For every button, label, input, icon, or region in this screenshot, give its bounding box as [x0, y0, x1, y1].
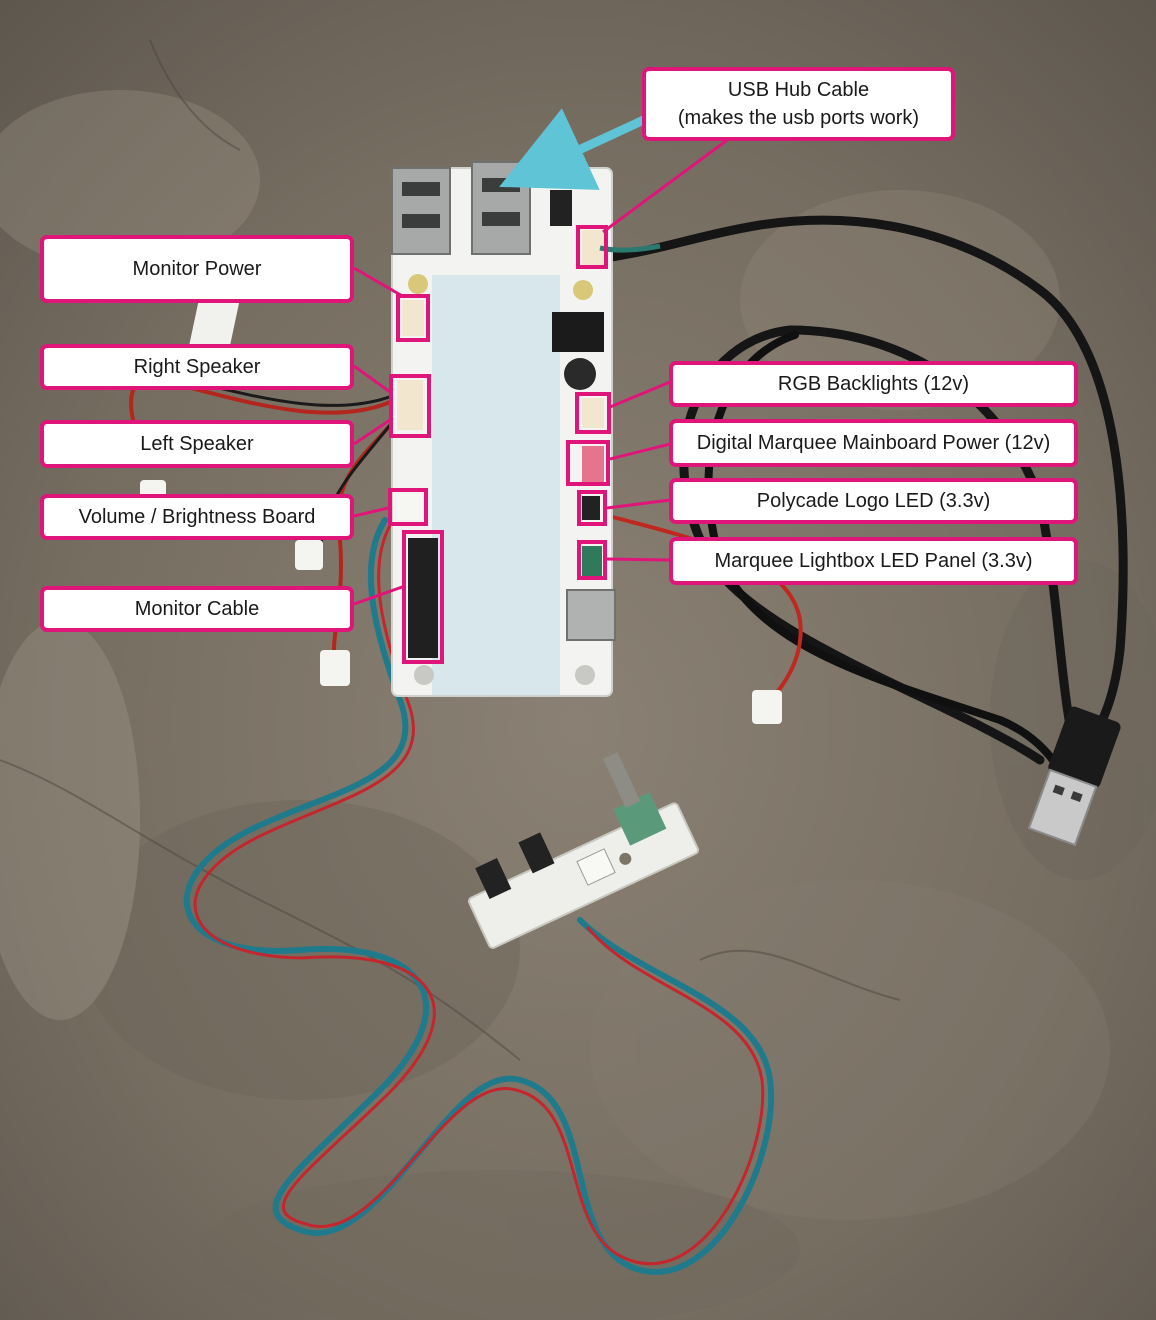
marker-marquee-power — [566, 440, 610, 486]
marker-usb-hub — [576, 225, 608, 269]
marker-volume-board — [388, 488, 428, 526]
callout-monitor-power: Monitor Power — [40, 235, 354, 303]
callout-monitor-cable: Monitor Cable — [40, 586, 354, 632]
led-connector — [752, 690, 782, 724]
callout-marquee-lightbox-led: Marquee Lightbox LED Panel (3.3v) — [669, 537, 1078, 585]
floor-cracks — [0, 39, 901, 1061]
ribbon-cable-blue — [183, 517, 775, 1275]
callout-polycade-logo-led: Polycade Logo LED (3.3v) — [669, 478, 1078, 524]
marker-lightbox-led — [577, 540, 607, 580]
callout-usb-hub-cable: USB Hub Cable (makes the usb ports work) — [642, 67, 955, 141]
marker-monitor-power — [396, 294, 430, 342]
monitor-power-label: Monitor Power — [132, 258, 262, 280]
chip — [550, 190, 572, 226]
right-speaker-label: Right Speaker — [133, 356, 261, 378]
hdmi-port — [566, 589, 616, 641]
speaker-connector-2 — [295, 540, 323, 570]
marker-monitor-cable — [402, 530, 444, 664]
board-label-area — [432, 275, 560, 695]
led-wire-red — [604, 513, 803, 702]
volume-brightness-label: Volume / Brightness Board — [78, 506, 316, 528]
monitor-cable-label: Monitor Cable — [134, 598, 260, 620]
callout-rgb-backlights: RGB Backlights (12v) — [669, 361, 1078, 407]
usb-port-2 — [471, 161, 531, 255]
marker-rgb-backlights — [575, 392, 611, 434]
usb-hub-cable-title: USB Hub Cable — [727, 79, 870, 101]
volume-brightness-board — [467, 752, 700, 949]
leader-lines — [353, 130, 739, 606]
usb-port-1 — [391, 167, 451, 255]
main-board — [391, 161, 616, 697]
capacitor — [564, 358, 596, 390]
digital-marquee-power-label: Digital Marquee Mainboard Power (12v) — [696, 432, 1051, 454]
usb-plug — [1027, 706, 1121, 847]
barrel-jack — [552, 312, 604, 352]
usb-hub-arrow — [499, 108, 650, 190]
left-speaker-label: Left Speaker — [140, 433, 254, 455]
marquee-lightbox-led-label: Marquee Lightbox LED Panel (3.3v) — [714, 550, 1033, 572]
speaker-connector — [320, 650, 350, 686]
marker-logo-led — [577, 490, 607, 526]
callout-right-speaker: Right Speaker — [40, 344, 354, 390]
pin-header — [408, 538, 438, 658]
callout-digital-marquee-power: Digital Marquee Mainboard Power (12v) — [669, 419, 1078, 467]
usb-hub-cable-subtitle: (makes the usb ports work) — [677, 107, 920, 129]
polycade-logo-led-label: Polycade Logo LED (3.3v) — [756, 490, 991, 512]
rgb-backlights-label: RGB Backlights (12v) — [777, 373, 970, 395]
callout-left-speaker: Left Speaker — [40, 420, 354, 468]
ribbon-cable-red — [193, 520, 765, 1266]
floor-texture — [0, 90, 1156, 1320]
callout-volume-brightness: Volume / Brightness Board — [40, 494, 354, 540]
marker-speakers — [389, 374, 431, 438]
